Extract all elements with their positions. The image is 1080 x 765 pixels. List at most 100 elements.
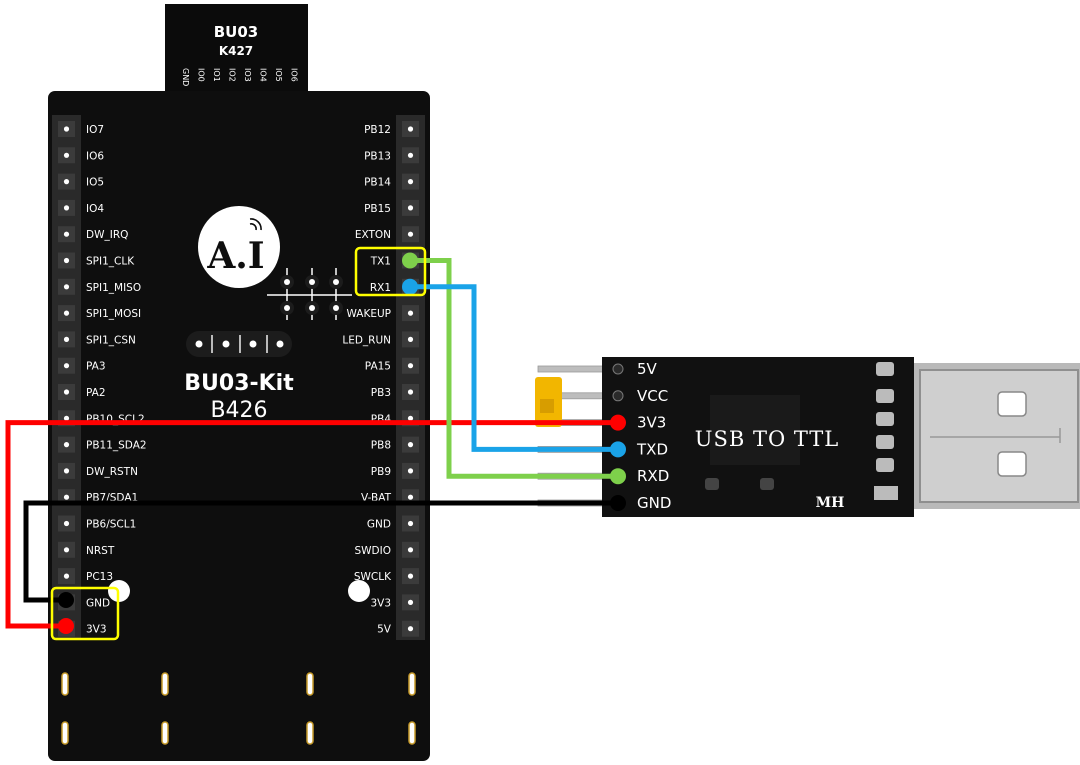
left-pin-label: 3V3 <box>86 624 107 636</box>
right-pin-label: PB14 <box>364 177 391 189</box>
right-pin-label: PB13 <box>364 150 391 162</box>
left-pin-label: IO4 <box>86 203 104 215</box>
wire-endpoint <box>610 441 626 458</box>
usb-pin-label: 3V3 <box>637 414 666 432</box>
right-pin-header <box>396 115 425 640</box>
right-pin-label: SWDIO <box>355 545 392 557</box>
right-pin-label: PB8 <box>371 440 391 452</box>
pin-hole <box>63 363 70 369</box>
pin-hole <box>407 231 414 237</box>
pin-hole <box>63 494 70 500</box>
pin-hole <box>407 415 414 421</box>
left-pin-label: PB6/SCL1 <box>86 519 136 531</box>
module-pin-label: GND <box>181 68 190 86</box>
left-pin-column: IO7IO6IO5IO4DW_IRQSPI1_CLKSPI1_MISOSPI1_… <box>58 121 147 637</box>
wire-endpoint <box>402 278 418 295</box>
pin-hole <box>63 231 70 237</box>
usb-pin-label: 5V <box>637 360 658 378</box>
pin-hole <box>63 257 70 264</box>
wire-tx1-rxd <box>410 258 618 479</box>
wires <box>5 252 626 634</box>
pin-hole <box>63 284 70 290</box>
pin-hole <box>407 205 414 211</box>
module-pin-label: IO6 <box>290 68 299 82</box>
left-pin-label: GND <box>86 597 110 609</box>
module-pin-label: IO0 <box>197 68 206 82</box>
logo-text: A.I <box>206 235 264 277</box>
right-pin-label: PB12 <box>364 124 391 136</box>
pin-hole <box>407 547 414 553</box>
pin-hole <box>407 363 414 369</box>
left-pin-label: SPI1_CSN <box>86 334 136 346</box>
left-pin-label: IO6 <box>86 150 104 162</box>
pin-hole <box>407 179 414 185</box>
right-pin-label: SWCLK <box>354 571 392 583</box>
pin-hole <box>407 599 414 606</box>
right-pin-label: PB9 <box>371 466 391 478</box>
wire-endpoint <box>610 414 626 431</box>
usb-pin-label: VCC <box>637 387 668 405</box>
pin-hole <box>63 547 70 553</box>
wire-rx1-txd <box>410 284 618 452</box>
wire-gnd <box>23 500 618 603</box>
right-pin-label: EXTON <box>355 229 391 241</box>
bu03-module-body <box>165 4 308 92</box>
pin-hole <box>63 152 70 158</box>
usb-pin-label: TXD <box>636 440 668 458</box>
pin-hole <box>407 573 414 579</box>
module-code: K427 <box>219 44 253 58</box>
wifi-icon <box>249 218 262 231</box>
pin-hole <box>407 126 414 132</box>
pin-hole <box>407 494 414 500</box>
wire-endpoint <box>402 252 418 269</box>
left-pin-label: DW_RSTN <box>86 466 138 478</box>
right-pin-label: LED_RUN <box>342 334 391 346</box>
wire-endpoint <box>58 618 74 634</box>
pin-hole <box>407 520 414 527</box>
left-pin-label: PC13 <box>86 571 113 583</box>
usb-pin-label: RXD <box>637 467 669 485</box>
right-pin-label: WAKEUP <box>346 308 391 320</box>
right-pin-label: 3V3 <box>370 597 391 609</box>
pin-hole <box>407 310 414 316</box>
bu03-kit-board: IO7IO6IO5IO4DW_IRQSPI1_CLKSPI1_MISOSPI1_… <box>48 91 430 761</box>
wire-endpoint <box>610 495 626 511</box>
pin-hole <box>63 179 70 185</box>
board-title: BU03-Kit <box>184 371 294 396</box>
gnd-3v3-highlight-box <box>50 586 120 641</box>
module-name: BU03 <box>214 23 259 41</box>
right-pin-label: TX1 <box>370 256 391 268</box>
right-pin-label: 5V <box>377 624 392 636</box>
pin-hole <box>63 468 70 474</box>
usb-pin-label: GND <box>637 494 671 512</box>
pin-hole <box>407 626 414 632</box>
module-pin-label: IO2 <box>228 68 237 82</box>
left-pin-label: DW_IRQ <box>86 229 128 241</box>
pin-hole <box>63 415 70 421</box>
tx-rx-highlight-box <box>354 246 427 297</box>
right-pin-label: PB15 <box>364 203 391 215</box>
pin-hole <box>407 336 414 342</box>
module-pin-label: IO5 <box>274 68 283 82</box>
boot-button[interactable] <box>348 580 370 602</box>
ai-thinker-logo: A.I <box>198 206 280 288</box>
wire-3v3 <box>5 420 618 629</box>
left-pin-header <box>52 115 81 640</box>
usb-chip <box>710 395 800 465</box>
board-body <box>48 91 430 761</box>
pin-hole <box>63 336 70 342</box>
left-pin-label: NRST <box>86 545 115 557</box>
pin-hole <box>63 126 70 132</box>
right-pin-label: PB3 <box>371 387 391 399</box>
pin-hole <box>407 468 414 474</box>
left-pin-label: SPI1_MOSI <box>86 308 141 320</box>
left-pin-label: PB11_SDA2 <box>86 440 147 452</box>
left-pin-label: SPI1_MISO <box>86 282 141 294</box>
right-pin-label: PA15 <box>365 361 391 373</box>
usb-adapter-title: USB TO TTL <box>695 427 839 451</box>
pin-hole <box>407 389 414 395</box>
